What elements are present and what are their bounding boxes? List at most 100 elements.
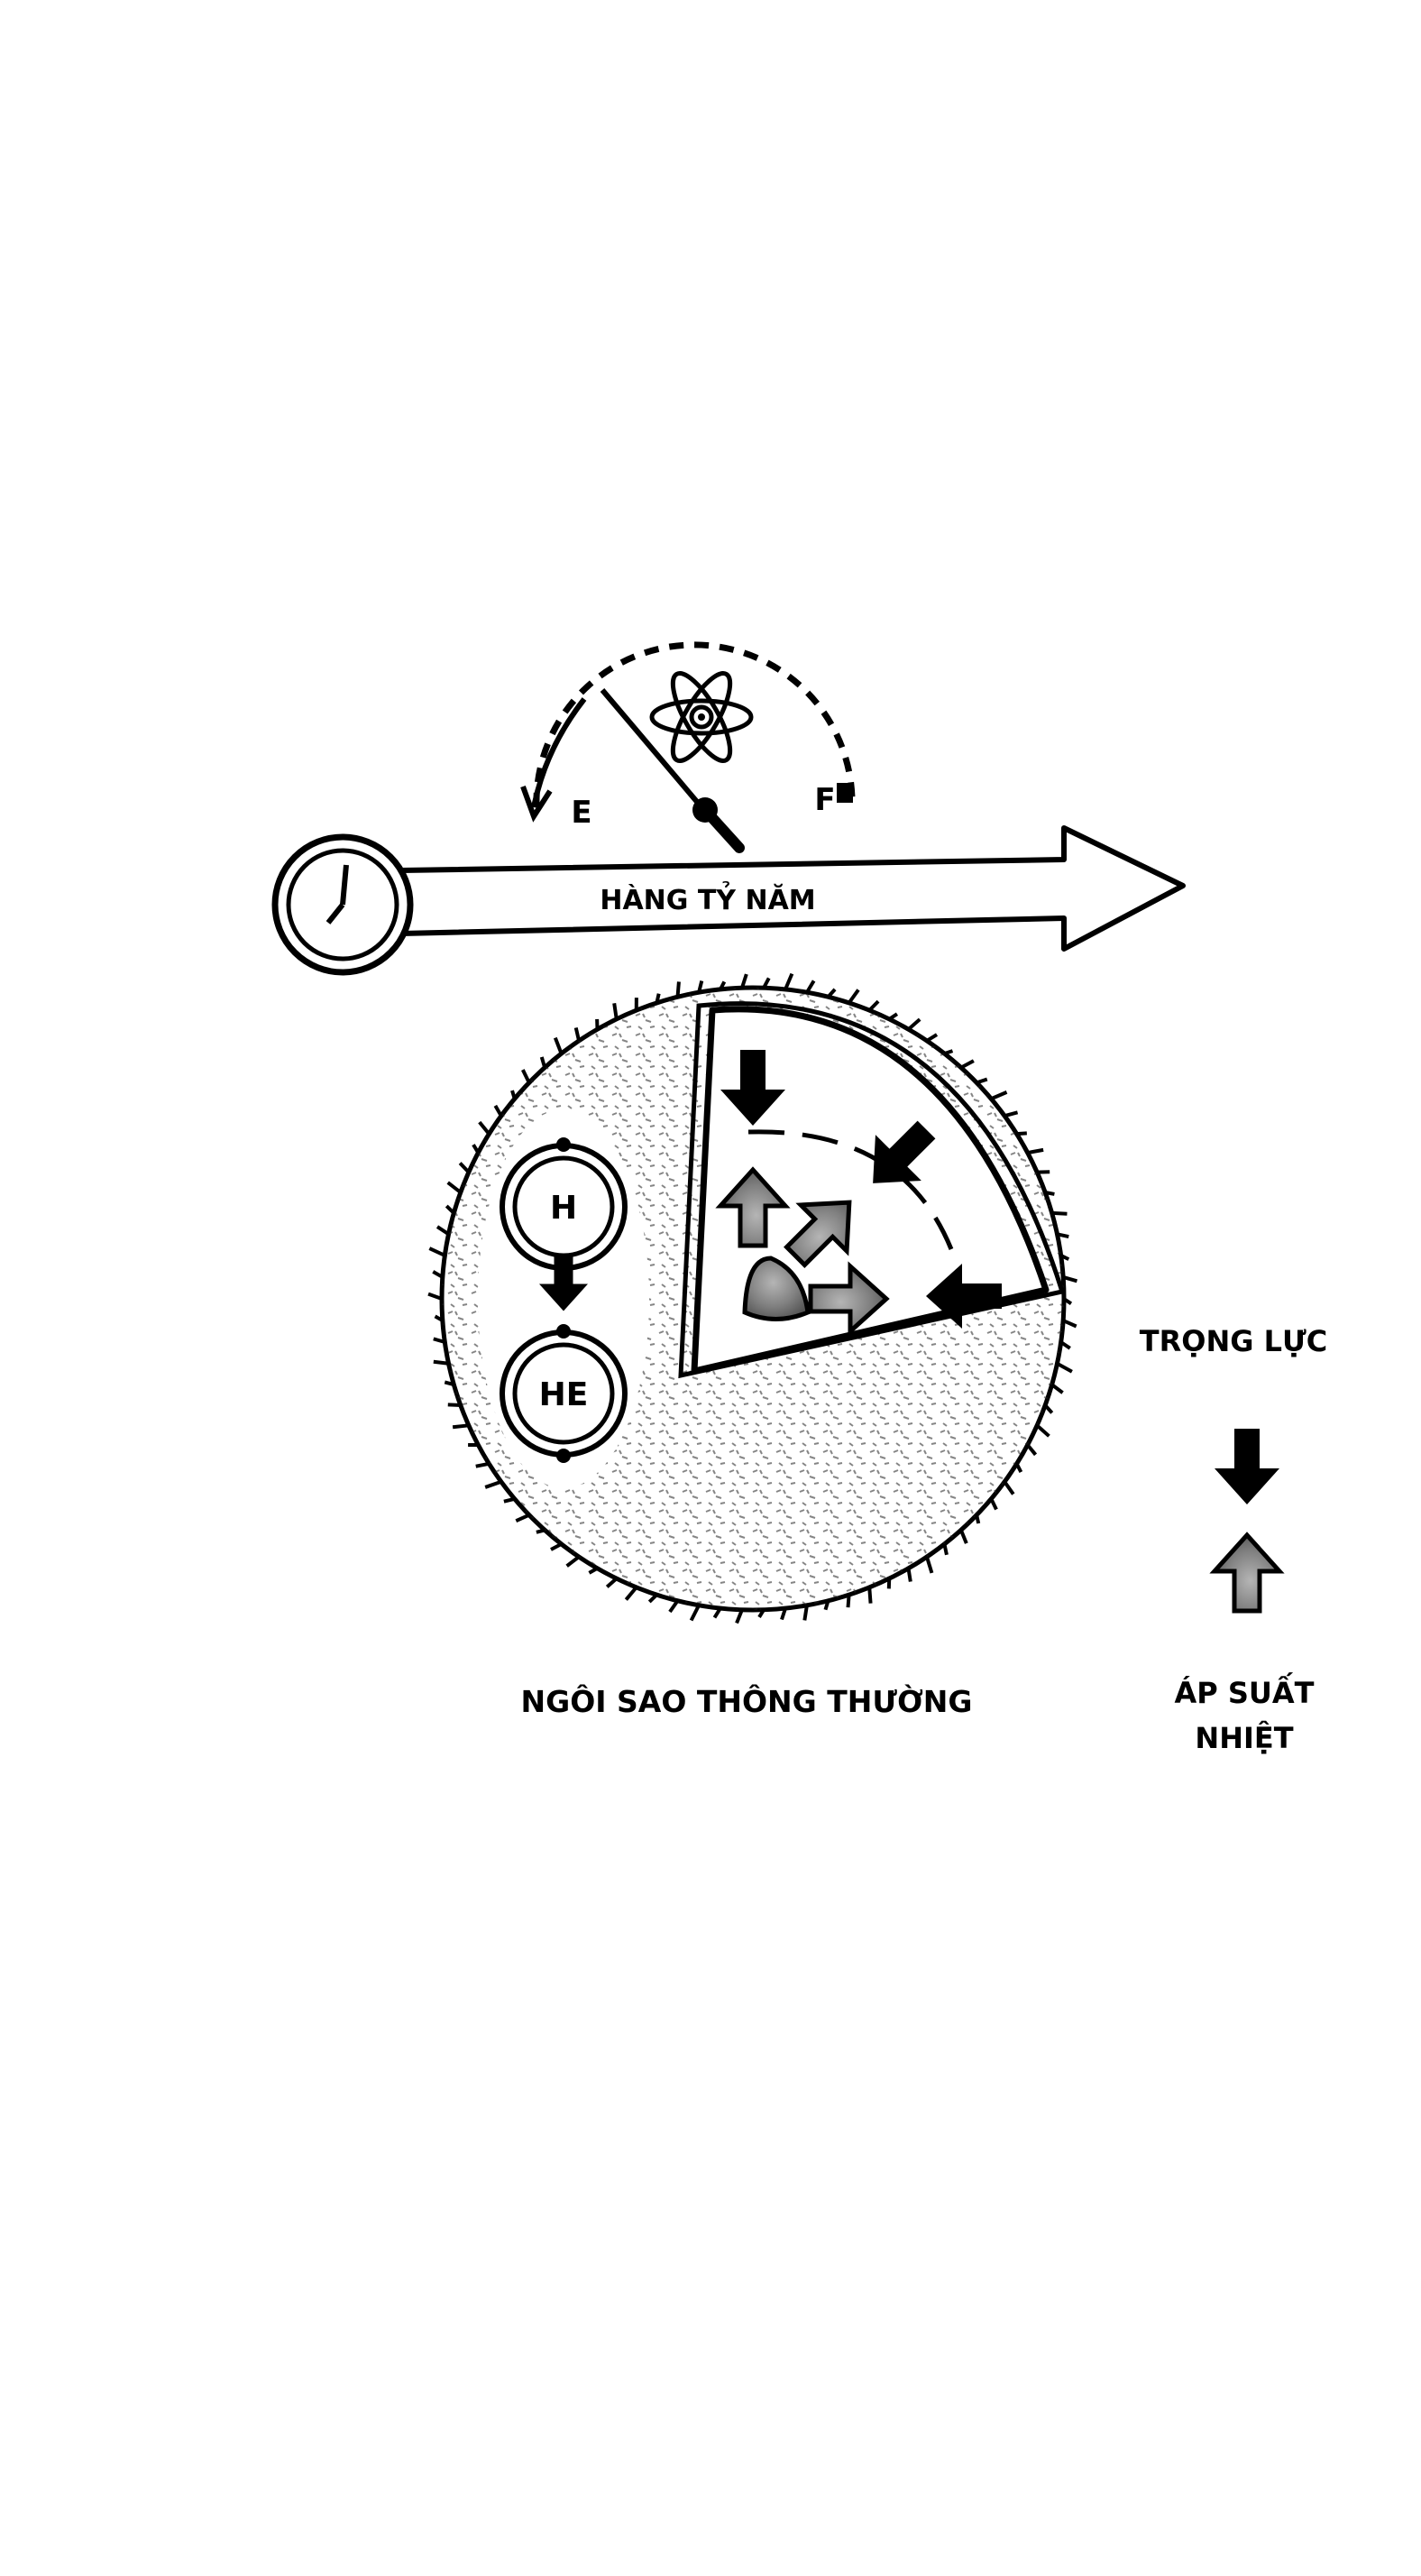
legend-gravity-label: TRỌNG LỰC	[1140, 1324, 1327, 1358]
star-spike	[503, 1496, 516, 1504]
star-spike	[515, 1513, 530, 1523]
star-spike	[1003, 1480, 1015, 1495]
star-spike	[428, 1247, 446, 1257]
star-spike	[446, 1181, 463, 1194]
star-spike	[780, 1607, 787, 1621]
star-spike	[712, 1607, 722, 1619]
star-spike	[475, 1461, 490, 1468]
star-spike	[1043, 1403, 1054, 1414]
gauge-arrowhead	[520, 785, 553, 823]
star-spike	[588, 1567, 599, 1575]
star-spike	[1027, 1147, 1044, 1155]
star-spike	[1016, 1131, 1027, 1136]
star-spike	[510, 1090, 517, 1099]
star-spike	[1004, 1110, 1019, 1118]
legend-pressure-label-line1: ÁP SUẤT	[1175, 1672, 1315, 1710]
star-spike	[1059, 1254, 1070, 1261]
star-spike	[689, 1604, 701, 1622]
star-spike	[1050, 1383, 1064, 1394]
gauge-full-marker	[837, 783, 853, 803]
star-spike	[655, 993, 661, 1004]
star-spike	[536, 1528, 545, 1534]
star-spike	[867, 999, 880, 1012]
star-spike	[553, 1036, 564, 1054]
star-spike	[550, 1542, 563, 1551]
star-spike	[573, 1026, 582, 1042]
star-spike	[990, 1090, 1008, 1101]
star-spike	[675, 981, 681, 998]
star-spike	[447, 1403, 461, 1407]
star-spike	[1044, 1191, 1055, 1196]
star-spike	[697, 980, 704, 993]
star-spike	[565, 1555, 581, 1568]
legend-gravity-arrow	[1215, 1429, 1279, 1504]
star-spike	[719, 980, 727, 990]
star-spike	[925, 1033, 939, 1043]
star-spike	[427, 1292, 443, 1301]
gauge-empty-arrow	[531, 697, 587, 808]
star-spike	[784, 972, 794, 990]
hydrogen-label: H	[550, 1190, 577, 1227]
star-spike	[907, 1017, 921, 1031]
atom-icon	[649, 671, 754, 763]
star-spike	[493, 1104, 503, 1118]
star-spike	[484, 1479, 502, 1489]
star-spike	[757, 1608, 766, 1618]
star-spike	[925, 1556, 934, 1574]
timeline-arrow: HÀNG TỶ NĂM	[399, 825, 1186, 952]
legend-pressure-label-line2: NHIỆT	[1195, 1721, 1293, 1755]
star-spike	[612, 1003, 619, 1020]
star-spike	[452, 1423, 470, 1430]
star-spike	[444, 1380, 454, 1387]
star-spike	[942, 1543, 949, 1556]
star-spike	[906, 1568, 912, 1582]
star-spike	[847, 989, 860, 1005]
star-spiky-edge	[427, 972, 1078, 1624]
star-spike	[445, 1204, 455, 1215]
star-spike	[959, 1059, 975, 1070]
star-spike	[1062, 1275, 1078, 1283]
star-spike	[735, 1609, 744, 1624]
star-spike	[433, 1337, 445, 1344]
star-spike	[826, 988, 837, 998]
star-spike	[605, 1577, 619, 1588]
fuel-gauge: E F	[520, 641, 856, 853]
star-spike	[1051, 1210, 1068, 1216]
fusion-diagram: H HE	[500, 1137, 628, 1463]
star-spike	[458, 1162, 471, 1174]
star-spike	[624, 1586, 638, 1601]
star-spike	[975, 1514, 981, 1524]
star-spike	[802, 1605, 809, 1621]
gauge-dashed-arc	[533, 641, 856, 808]
star-spike	[1059, 1340, 1071, 1350]
star-spike	[434, 1314, 444, 1322]
star-spike	[943, 1049, 954, 1056]
star-spike	[846, 1594, 851, 1608]
clock-icon	[271, 833, 414, 976]
helium-atom: HE	[500, 1324, 628, 1463]
star-spike	[1062, 1297, 1073, 1305]
star-spike	[539, 1056, 547, 1069]
star-spike	[762, 977, 771, 989]
helium-label: HE	[539, 1376, 589, 1413]
star-spike	[1026, 1443, 1038, 1457]
legend: TRỌNG LỰC ÁP SUẤT NHIỆT	[1140, 1324, 1327, 1755]
star-spike	[958, 1529, 968, 1544]
star-spike	[1062, 1319, 1077, 1329]
gauge-full-label: F	[814, 782, 835, 818]
star-spike	[740, 973, 748, 989]
core-center	[742, 1256, 811, 1321]
star-spike	[435, 1225, 450, 1236]
star-spike	[433, 1359, 449, 1366]
star-spike	[805, 980, 816, 994]
star-spike	[478, 1120, 490, 1136]
star-spike	[823, 1600, 830, 1611]
star-spike	[668, 1599, 680, 1614]
star-spike	[1035, 1423, 1050, 1438]
star-spike	[1057, 1232, 1069, 1238]
star-spike	[432, 1270, 444, 1279]
gauge-empty-label: E	[571, 795, 591, 831]
legend-pressure-arrow	[1215, 1535, 1279, 1611]
star-spike	[989, 1497, 998, 1511]
